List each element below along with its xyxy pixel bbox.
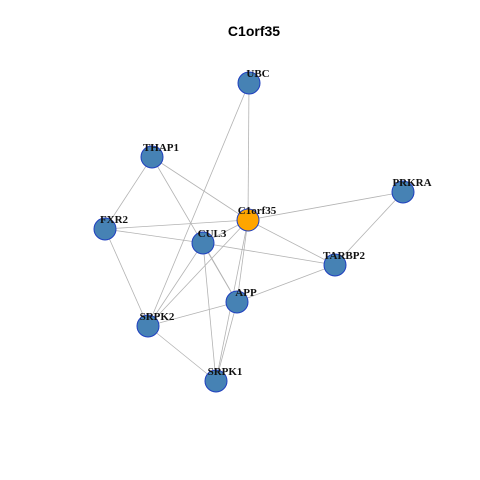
node-app[interactable]: APP bbox=[225, 287, 257, 314]
diagram-title: C1orf35 bbox=[228, 23, 280, 39]
edge-thap1-fxr2 bbox=[104, 156, 153, 230]
edge-prkra-tarbp2 bbox=[334, 191, 404, 266]
edge-app-srpk2 bbox=[147, 301, 238, 327]
edge-c1orf35-prkra bbox=[247, 191, 404, 221]
node-label-ubc: UBC bbox=[246, 68, 269, 80]
edge-cul3-tarbp2 bbox=[202, 242, 336, 266]
node-circle-ubc[interactable] bbox=[237, 71, 261, 95]
edge-srpk2-srpk1 bbox=[147, 325, 217, 382]
node-label-srpk2: SRPK2 bbox=[140, 311, 175, 323]
node-c1orf35[interactable]: C1orf35 bbox=[236, 205, 277, 232]
node-label-thap1: THAP1 bbox=[143, 142, 179, 154]
edge-tarbp2-app bbox=[236, 264, 336, 303]
node-label-srpk1: SRPK1 bbox=[208, 366, 243, 378]
edge-cul3-srpk1 bbox=[202, 242, 217, 382]
node-circle-app[interactable] bbox=[225, 290, 249, 314]
node-prkra[interactable]: PRKRA bbox=[391, 177, 432, 204]
edge-fxr2-cul3 bbox=[104, 228, 204, 244]
node-circle-srpk2[interactable] bbox=[136, 314, 160, 338]
node-ubc[interactable]: UBC bbox=[237, 68, 270, 95]
node-thap1[interactable]: THAP1 bbox=[140, 142, 179, 169]
edge-thap1-c1orf35 bbox=[151, 156, 249, 221]
node-label-cul3: CUL3 bbox=[198, 228, 227, 240]
node-circle-fxr2[interactable] bbox=[93, 217, 117, 241]
node-cul3[interactable]: CUL3 bbox=[191, 228, 227, 255]
node-srpk1[interactable]: SRPK1 bbox=[204, 366, 243, 393]
node-circle-cul3[interactable] bbox=[191, 231, 215, 255]
node-circle-prkra[interactable] bbox=[391, 180, 415, 204]
node-circle-c1orf35[interactable] bbox=[236, 208, 260, 232]
node-circle-srpk1[interactable] bbox=[204, 369, 228, 393]
node-label-prkra: PRKRA bbox=[392, 177, 431, 189]
node-label-app: APP bbox=[235, 287, 257, 299]
edge-c1orf35-app bbox=[236, 219, 249, 303]
node-label-c1orf35: C1orf35 bbox=[238, 205, 277, 217]
node-fxr2[interactable]: FXR2 bbox=[93, 214, 129, 241]
edge-c1orf35-tarbp2 bbox=[247, 219, 336, 266]
edge-ubc-c1orf35 bbox=[247, 82, 250, 221]
edge-fxr2-c1orf35 bbox=[104, 219, 249, 230]
edge-ubc-srpk2 bbox=[147, 82, 250, 327]
edge-app-srpk1 bbox=[215, 301, 238, 382]
node-label-tarbp2: TARBP2 bbox=[323, 250, 365, 262]
node-circle-thap1[interactable] bbox=[140, 145, 164, 169]
edge-fxr2-srpk2 bbox=[104, 228, 149, 327]
edge-c1orf35-srpk2 bbox=[147, 219, 249, 327]
node-srpk2[interactable]: SRPK2 bbox=[136, 311, 175, 338]
edge-cul3-srpk2 bbox=[147, 242, 204, 327]
node-label-fxr2: FXR2 bbox=[100, 214, 129, 226]
node-tarbp2[interactable]: TARBP2 bbox=[323, 250, 365, 277]
node-circle-tarbp2[interactable] bbox=[323, 253, 347, 277]
